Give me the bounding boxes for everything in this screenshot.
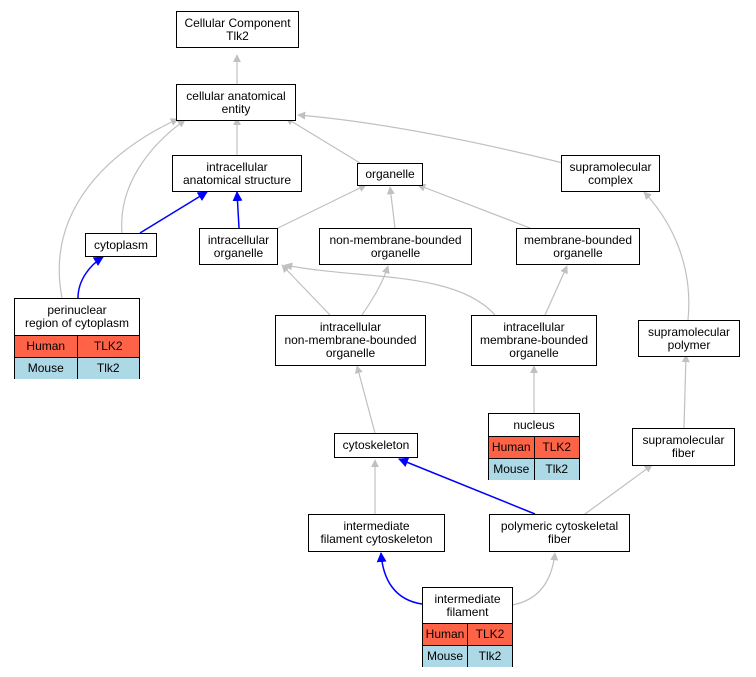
edge-mem-to-organelle <box>417 183 531 229</box>
edge-pcf-to-fiber <box>584 464 653 515</box>
mouse-gene-cell: Tlk2 <box>76 357 139 379</box>
node-perinuclear-region[interactable]: perinuclear region of cytoplasm Human TL… <box>14 298 140 379</box>
species-table: Human TLK2 Mouse Tlk2 <box>489 436 579 480</box>
node-label: organelle <box>365 167 415 181</box>
node-polymeric-cytoskeletal-fiber[interactable]: polymeric cytoskeletal fiber <box>489 514 630 552</box>
node-supramolecular-complex[interactable]: supramolecular complex <box>561 155 660 192</box>
node-supramolecular-polymer[interactable]: supramolecular polymer <box>638 320 740 357</box>
edge-pcf-to-cytoskeleton <box>398 457 536 515</box>
node-label: cellular anatomical entity <box>186 88 286 116</box>
edge-if-to-ifc <box>376 552 423 605</box>
node-label: intracellular non-membrane-bounded organ… <box>284 320 417 360</box>
node-label: perinuclear region of cytoplasm <box>24 303 130 330</box>
edge-cytoplasm-to-structure <box>139 191 208 234</box>
node-cytoskeleton[interactable]: cytoskeleton <box>334 433 418 458</box>
edge-intra-organelle-to-organelle <box>277 184 367 229</box>
node-cellular-anatomical-entity[interactable]: cellular anatomical entity <box>176 84 296 121</box>
mouse-gene-cell: Tlk2 <box>533 458 579 480</box>
node-intermediate-filament[interactable]: intermediate filament Human TLK2 Mouse T… <box>422 587 513 667</box>
edge-cytoplasm-to-entity <box>121 119 186 234</box>
human-species-cell: Human <box>489 436 534 459</box>
node-non-membrane-bounded-organelle[interactable]: non-membrane-bounded organelle <box>319 228 472 265</box>
species-table: Human TLK2 Mouse Tlk2 <box>15 335 139 379</box>
human-species-cell: Human <box>423 623 468 646</box>
node-label: intermediate filament cytoskeleton <box>320 519 433 546</box>
edge-imbo-to-mem <box>544 265 568 316</box>
edge-cytoskeleton-to-inmbo <box>355 365 376 434</box>
node-supramolecular-fiber[interactable]: supramolecular fiber <box>632 428 735 466</box>
node-cytoplasm[interactable]: cytoplasm <box>85 233 157 257</box>
node-label: supramolecular fiber <box>642 433 725 460</box>
mouse-species-cell: Mouse <box>15 357 77 379</box>
node-label: nucleus <box>513 417 555 432</box>
edge-fiber-to-polymer <box>681 354 690 429</box>
edge-if-to-pcf <box>511 552 559 606</box>
edge-intra-organelle-to-structure <box>232 191 243 229</box>
node-intracellular-anatomical-structure[interactable]: intracellular anatomical structure <box>172 155 302 192</box>
node-label: intracellular organelle <box>207 232 270 260</box>
node-label: intermediate filament <box>434 591 501 619</box>
node-intermediate-filament-cytoskeleton[interactable]: intermediate filament cytoskeleton <box>308 514 445 552</box>
node-label: non-membrane-bounded organelle <box>329 232 462 260</box>
node-label: Cellular Component Tlk2 <box>184 15 291 43</box>
mouse-species-cell: Mouse <box>423 645 468 667</box>
node-membrane-bounded-organelle[interactable]: membrane-bounded organelle <box>516 228 640 265</box>
node-intracellular-organelle[interactable]: intracellular organelle <box>199 228 278 265</box>
node-label: cytoskeleton <box>342 438 410 452</box>
edge-imbo-to-intra-organelle <box>284 262 496 316</box>
human-gene-cell: TLK2 <box>533 436 579 459</box>
edge-inmbo-to-nonmem <box>361 265 390 316</box>
human-species-cell: Human <box>15 335 77 358</box>
node-label: supramolecular polymer <box>647 324 731 352</box>
human-gene-cell: TLK2 <box>467 623 512 646</box>
edge-inmbo-to-intra-organelle <box>281 264 331 316</box>
node-cellular-component[interactable]: Cellular Component Tlk2 <box>176 11 299 48</box>
mouse-gene-cell: Tlk2 <box>467 645 512 667</box>
node-label: polymeric cytoskeletal fiber <box>500 519 619 546</box>
node-label: supramolecular complex <box>569 159 652 187</box>
node-intracellular-membrane-bounded-organelle[interactable]: intracellular membrane-bounded organelle <box>471 315 597 366</box>
node-label: intracellular membrane-bounded organelle <box>479 320 589 360</box>
node-nucleus[interactable]: nucleus Human TLK2 Mouse Tlk2 <box>488 413 580 480</box>
mouse-species-cell: Mouse <box>489 458 534 480</box>
node-organelle[interactable]: organelle <box>357 163 423 186</box>
node-intracellular-non-membrane-bounded-organelle[interactable]: intracellular non-membrane-bounded organ… <box>275 315 426 366</box>
edge-polymer-to-complex <box>643 191 690 321</box>
edge-organelle-to-entity <box>285 117 361 164</box>
species-table: Human TLK2 Mouse Tlk2 <box>423 623 512 667</box>
edge-perinuclear-to-entity <box>58 118 179 299</box>
edge-nonmem-to-organelle <box>386 186 396 229</box>
node-label: intracellular anatomical structure <box>182 159 292 187</box>
edge-perinuclear-to-cytoplasm <box>77 256 104 299</box>
edge-complex-to-entity <box>297 111 564 164</box>
node-label: cytoplasm <box>93 237 149 252</box>
human-gene-cell: TLK2 <box>76 335 139 358</box>
node-label: membrane-bounded organelle <box>523 232 633 260</box>
